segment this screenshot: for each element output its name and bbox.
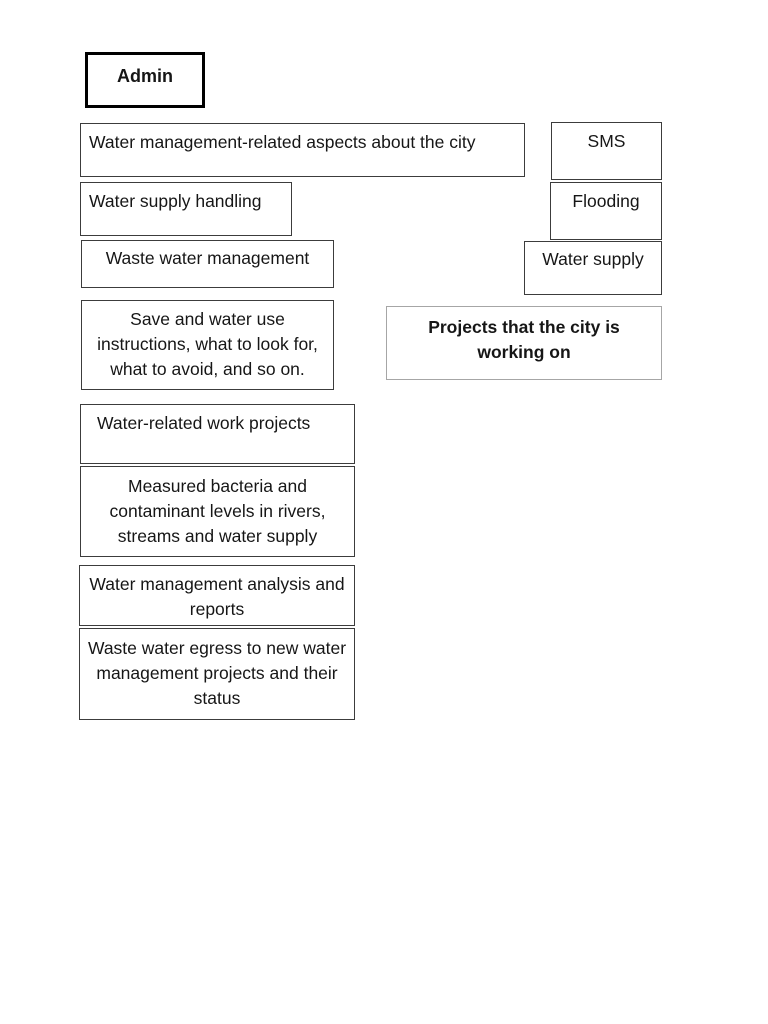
node-measured-bacteria-levels[interactable]: Measured bacteria and contaminant levels… bbox=[80, 466, 355, 557]
node-flooding-label: Flooding bbox=[572, 191, 640, 211]
node-sms-label: SMS bbox=[587, 131, 626, 151]
node-water-related-work-projects[interactable]: Water-related work projects bbox=[80, 404, 355, 464]
node-admin-label: Admin bbox=[117, 66, 173, 86]
node-waste-water-egress-label: Waste water egress to new water manageme… bbox=[87, 638, 351, 708]
node-water-management-analysis[interactable]: Water management analysis and reports bbox=[79, 565, 355, 626]
node-projects-city-working-on-label: Projects that the city is working on bbox=[428, 317, 625, 362]
node-admin[interactable]: Admin bbox=[85, 52, 205, 108]
node-water-supply-label: Water supply bbox=[542, 249, 644, 269]
node-water-management-aspects-label: Water management-related aspects about t… bbox=[89, 132, 476, 152]
node-save-and-water-use-instructions-label: Save and water use instructions, what to… bbox=[97, 309, 323, 379]
node-waste-water-egress[interactable]: Waste water egress to new water manageme… bbox=[79, 628, 355, 720]
node-measured-bacteria-levels-label: Measured bacteria and contaminant levels… bbox=[109, 476, 331, 546]
node-water-supply-handling-label: Water supply handling bbox=[89, 191, 262, 211]
node-waste-water-management[interactable]: Waste water management bbox=[81, 240, 334, 288]
node-projects-city-working-on[interactable]: Projects that the city is working on bbox=[386, 306, 662, 380]
node-water-management-analysis-label: Water management analysis and reports bbox=[89, 574, 350, 619]
node-water-supply-handling[interactable]: Water supply handling bbox=[80, 182, 292, 236]
node-flooding[interactable]: Flooding bbox=[550, 182, 662, 240]
node-water-management-aspects[interactable]: Water management-related aspects about t… bbox=[80, 123, 525, 177]
node-water-related-work-projects-label: Water-related work projects bbox=[97, 413, 311, 433]
node-sms[interactable]: SMS bbox=[551, 122, 662, 180]
node-waste-water-management-label: Waste water management bbox=[105, 248, 310, 268]
node-save-and-water-use-instructions[interactable]: Save and water use instructions, what to… bbox=[81, 300, 334, 390]
node-water-supply[interactable]: Water supply bbox=[524, 241, 662, 295]
